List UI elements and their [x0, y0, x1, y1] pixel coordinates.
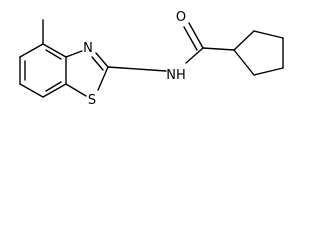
thiazole-bond — [65, 50, 83, 58]
oxygen-atom-label: O — [176, 10, 186, 25]
thiazole-double-bond — [91, 56, 104, 71]
benzene-bond — [42, 83, 67, 98]
cyclopentane-bond — [233, 30, 255, 51]
c2-nh-bond — [107, 66, 167, 72]
sulfur-atom-label: S — [88, 93, 96, 108]
cyclopentane-bond — [233, 49, 255, 76]
amide-nh-label: NH — [166, 68, 186, 83]
benzene-double-bond — [45, 81, 62, 92]
benzene-double-bond — [45, 49, 62, 60]
carbonyl-cyclopentyl-bond — [202, 47, 235, 51]
benzene-bond — [42, 43, 67, 58]
cyclopentane-bond — [253, 30, 284, 39]
nh-carbonyl-bond — [185, 47, 204, 64]
thiazole-bond — [97, 66, 109, 91]
benzene-bond — [19, 43, 44, 58]
cyclopentane-bond — [253, 67, 284, 76]
benzene-bond — [19, 83, 44, 98]
diagram-background — [0, 0, 303, 126]
nitrogen-atom-label: N — [83, 41, 93, 56]
thiazole-bond — [65, 83, 87, 97]
thiazole-double-bond — [95, 52, 109, 68]
carbonyl-double-bond — [188, 22, 204, 49]
carbonyl-double-bond — [183, 26, 198, 51]
chemical-structure-diagram: O N NH S — [0, 0, 303, 126]
